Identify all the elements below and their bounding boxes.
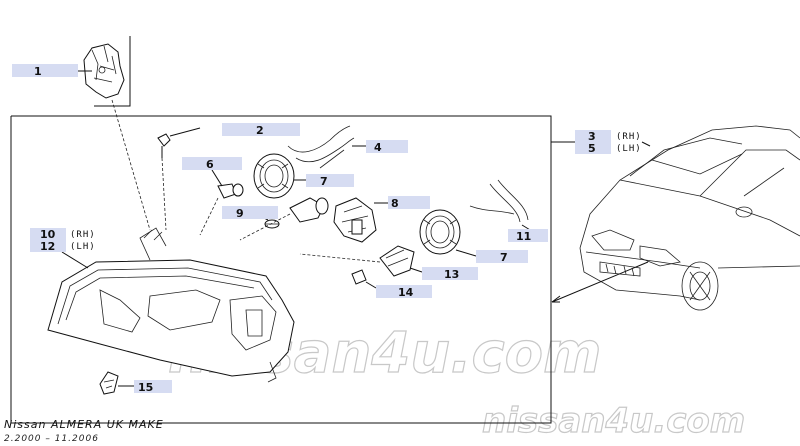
label-5-lh: (LH) [616, 144, 642, 154]
tag-2 [222, 123, 300, 136]
label-4: 4 [374, 141, 382, 154]
footer-model: Nissan ALMERA UK MAKE [4, 418, 164, 431]
part-1-bracket [78, 36, 151, 231]
label-7-lower: 7 [500, 251, 508, 264]
tag-8 [388, 196, 430, 209]
part-14-small-bulb [351, 269, 377, 289]
label-7-upper: 7 [320, 175, 328, 188]
assembly-frame [10, 115, 575, 424]
part-labels: 1 2 3 (RH) 5 (LH) 4 6 7 8 9 10 (RH) 12 (… [34, 65, 642, 394]
tag-1 [12, 64, 78, 77]
footer-dates: 2.2000 – 11.2006 [4, 434, 99, 444]
label-10: 10 [40, 228, 56, 241]
label-15: 15 [138, 381, 153, 394]
part-6-bulb [199, 169, 244, 236]
part-10-12-headlamp [47, 227, 295, 383]
label-tags [12, 64, 611, 393]
label-1: 1 [34, 65, 42, 78]
tag-4 [366, 140, 408, 153]
tag-14 [376, 285, 432, 298]
part-2-screw [157, 127, 201, 231]
vehicle-outline [551, 125, 800, 311]
tag-7a [306, 174, 354, 187]
part-8-socket [333, 197, 388, 243]
part-4-cable [287, 125, 366, 169]
part-7-ring-upper [253, 153, 306, 199]
label-8: 8 [391, 197, 399, 210]
part-11-cable [469, 179, 541, 237]
tag-11 [508, 229, 548, 242]
label-11: 11 [516, 230, 531, 243]
tag-9 [222, 206, 278, 219]
part-7-ring-lower [419, 209, 477, 257]
label-9: 9 [236, 207, 244, 220]
tag-3-5 [575, 130, 611, 154]
tag-6 [182, 157, 242, 170]
label-14: 14 [398, 286, 414, 299]
tag-7b [476, 250, 528, 263]
label-3: 3 [588, 130, 596, 143]
label-12: 12 [40, 240, 55, 253]
tag-13 [422, 267, 478, 280]
label-6: 6 [206, 158, 214, 171]
tag-15 [134, 380, 172, 393]
watermark-corner: nissan4u.com [482, 401, 745, 441]
label-13: 13 [444, 268, 459, 281]
headlamp-bulb [239, 197, 329, 241]
tag-10-12 [30, 228, 66, 252]
label-5: 5 [588, 142, 596, 155]
part-15-clip [99, 371, 134, 395]
label-3-rh: (RH) [616, 132, 642, 142]
label-10-rh: (RH) [70, 230, 96, 240]
part-13-connector [299, 245, 423, 277]
label-2: 2 [256, 124, 264, 137]
label-12-lh: (LH) [70, 242, 96, 252]
